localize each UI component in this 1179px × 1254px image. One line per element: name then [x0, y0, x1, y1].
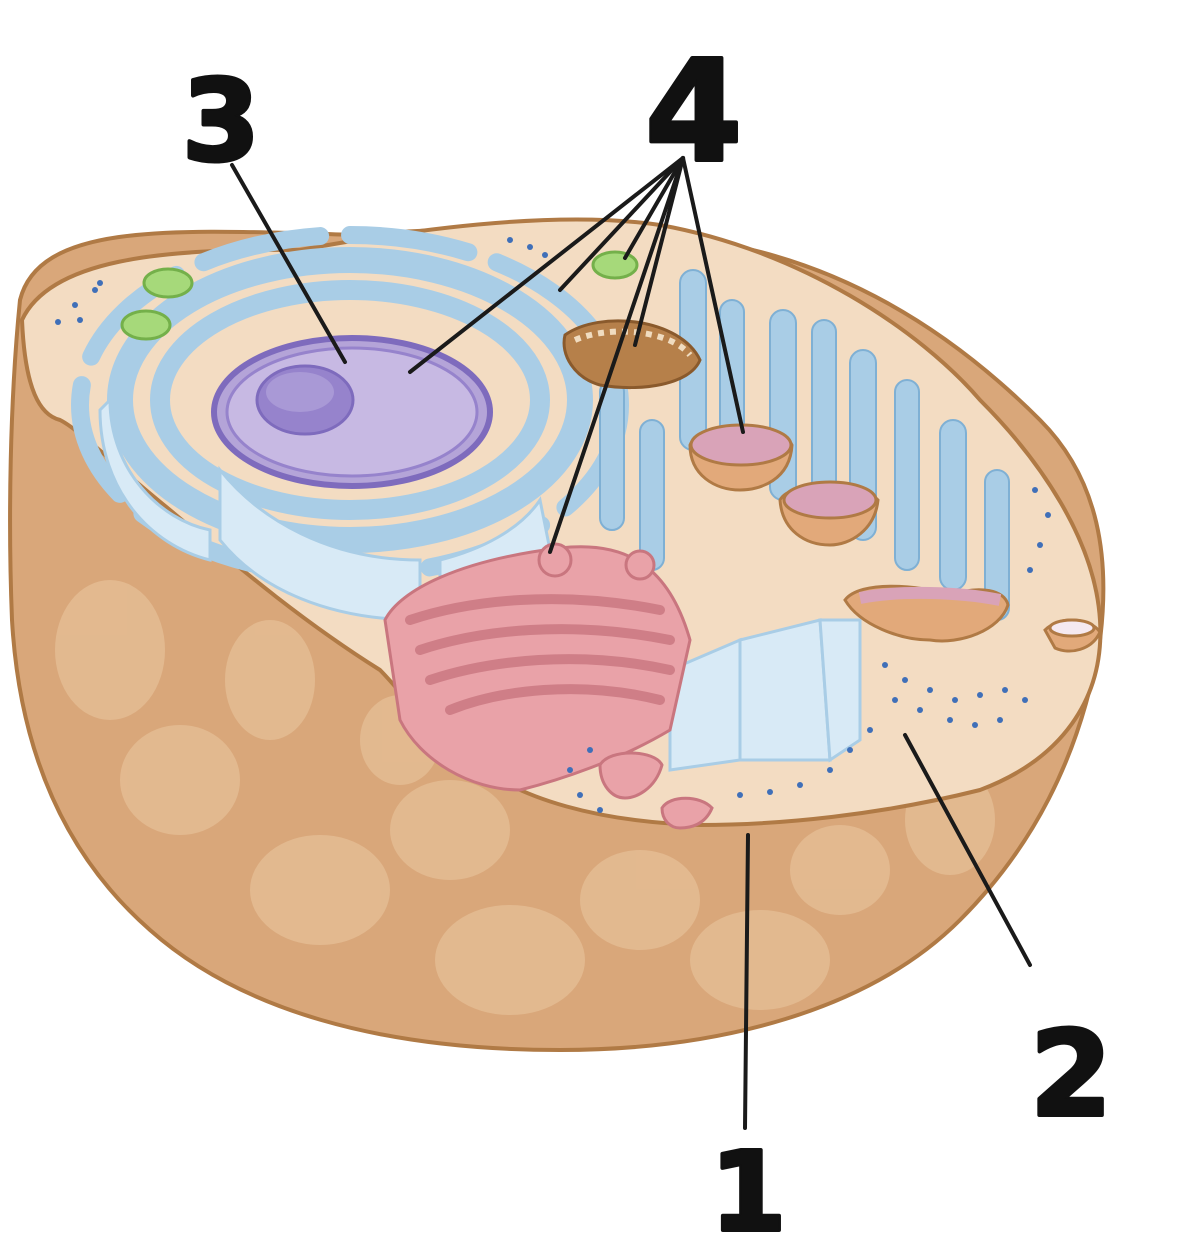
leader-line-4c: [623, 156, 685, 260]
leader-line-2: [903, 733, 1032, 967]
leader-line-4f: [681, 156, 745, 434]
nucleus: [211, 335, 493, 489]
vesicles: [598, 423, 1102, 830]
leader-line-1: [743, 833, 750, 1130]
leader-line-4e: [548, 156, 685, 554]
leader-line-3: [230, 163, 347, 364]
label-1: 1: [710, 1128, 787, 1254]
leader-line-4d: [633, 156, 685, 347]
leader-line-4a: [408, 156, 685, 374]
label-4: 4: [645, 31, 742, 194]
leader-lines: [230, 156, 1032, 1130]
ribosomes: [55, 237, 1051, 813]
label-2: 2: [1030, 1005, 1112, 1143]
label-3: 3: [182, 57, 260, 187]
er-lower-stacks: [668, 618, 862, 772]
leader-line-4b: [558, 156, 685, 292]
cell-body-texture: [55, 580, 995, 1015]
golgi-apparatus: [383, 542, 692, 792]
